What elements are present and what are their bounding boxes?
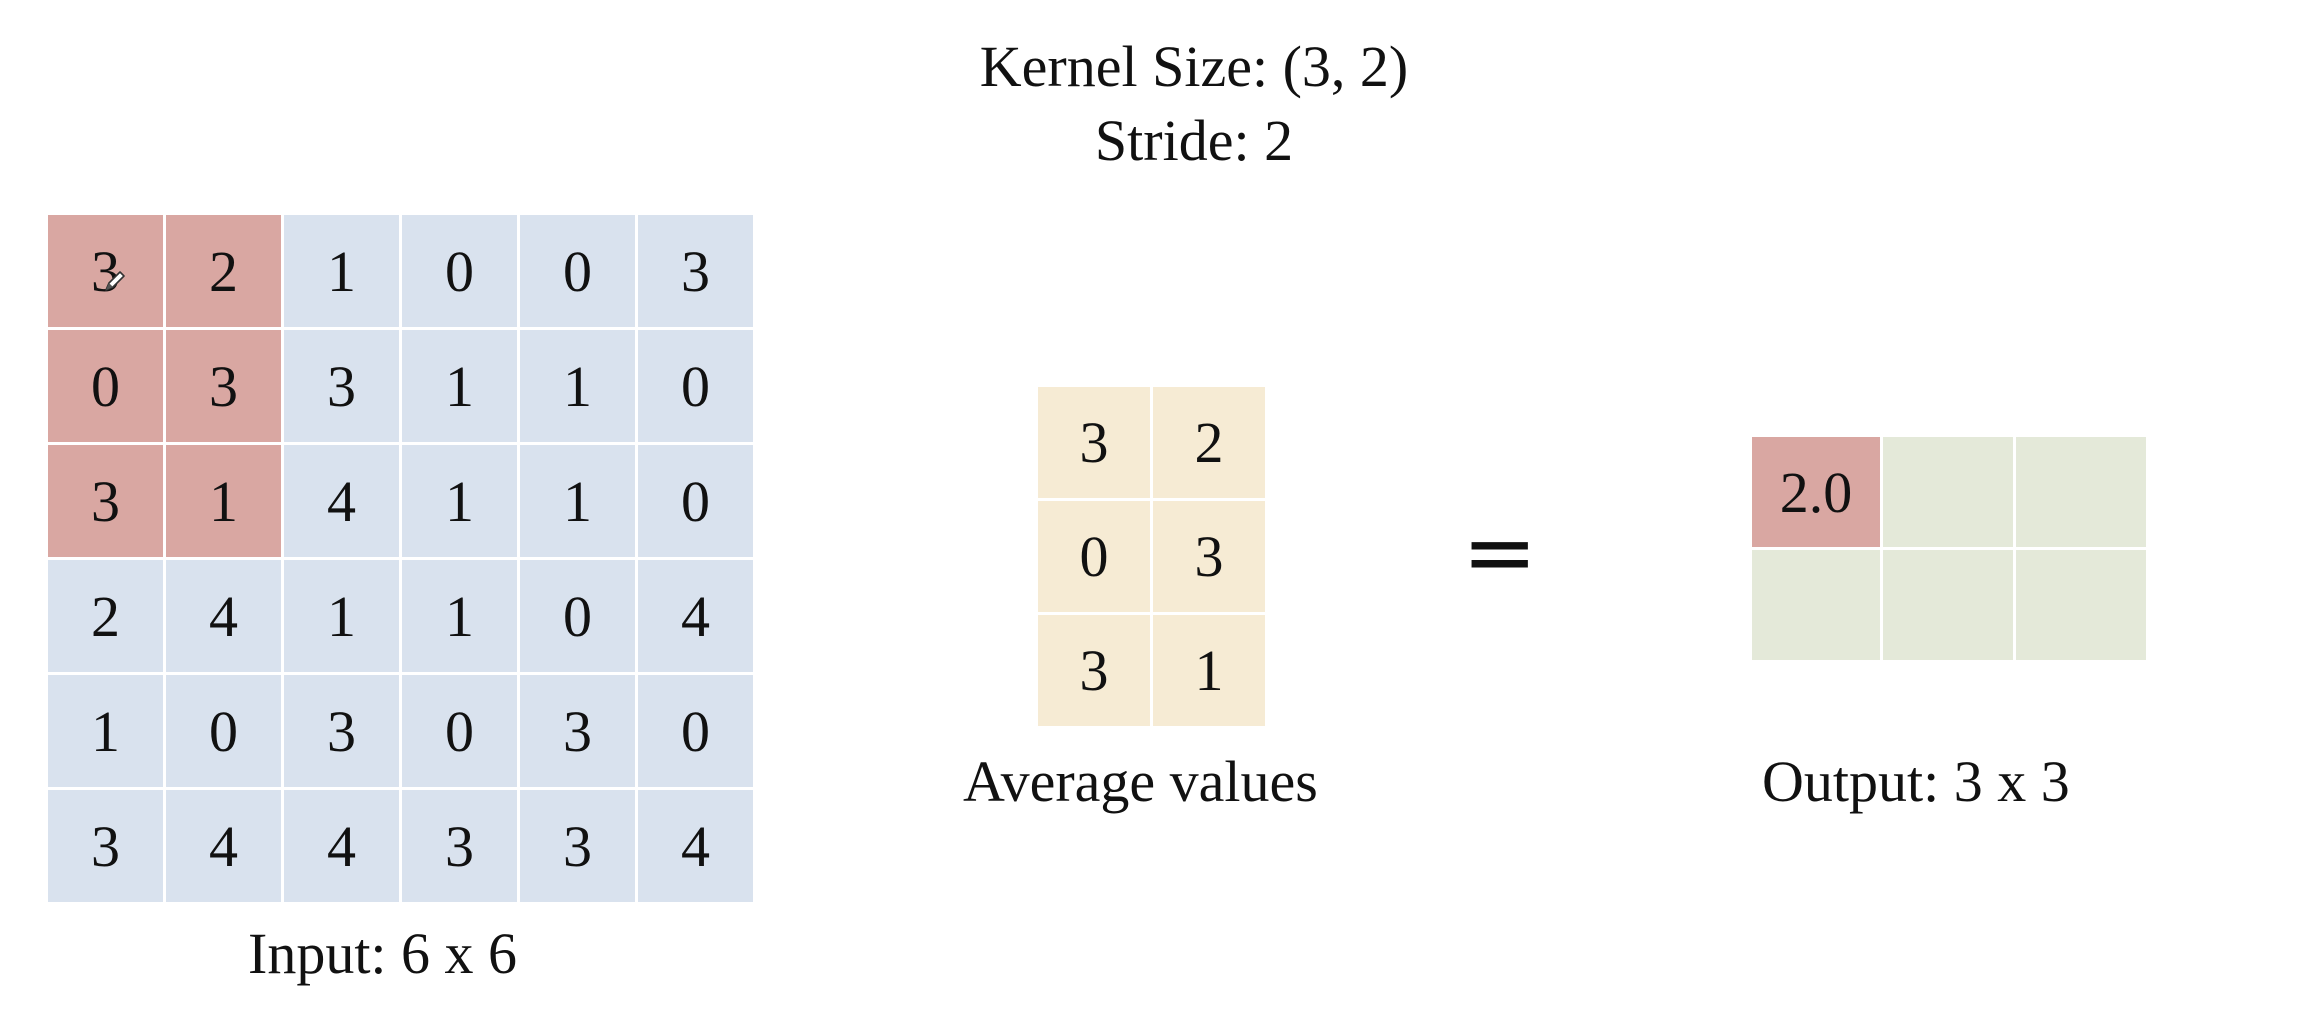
input-cell: 3 — [48, 445, 163, 557]
output-cell — [2016, 437, 2146, 547]
input-cell: 0 — [638, 445, 753, 557]
input-cell: 4 — [284, 445, 399, 557]
input-cell: 4 — [166, 560, 281, 672]
input-cell: 3 — [166, 330, 281, 442]
input-cell: 0 — [638, 330, 753, 442]
input-cell: 3 — [284, 330, 399, 442]
input-cell: 0 — [520, 215, 635, 327]
input-cell: 1 — [166, 445, 281, 557]
input-cell: 1 — [284, 560, 399, 672]
input-cell: 0 — [638, 675, 753, 787]
input-cell: 4 — [284, 790, 399, 902]
kernel-label: Average values — [963, 749, 1318, 814]
input-cell: 0 — [402, 215, 517, 327]
stride-title: Stride: 2 — [1094, 108, 1294, 173]
input-cell: 0 — [520, 560, 635, 672]
kernel-cell: 1 — [1153, 615, 1265, 726]
input-cell: 4 — [638, 790, 753, 902]
input-cell: 1 — [520, 445, 635, 557]
kernel-cell: 3 — [1038, 387, 1150, 498]
input-cell: 0 — [402, 675, 517, 787]
input-cell: 1 — [284, 215, 399, 327]
output-cell — [1883, 550, 2013, 660]
input-cell: 0 — [48, 330, 163, 442]
input-cell: 2 — [166, 215, 281, 327]
output-cell — [2016, 550, 2146, 660]
input-cell: 1 — [402, 330, 517, 442]
output-cell — [1752, 550, 1880, 660]
title-block: Kernel Size: (3, 2) Stride: 2 — [0, 30, 2298, 178]
kernel-cell: 0 — [1038, 501, 1150, 612]
output-cell: 2.0 — [1752, 437, 1880, 547]
input-cell: 3 — [520, 790, 635, 902]
kernel-matrix: 3 2 0 3 3 1 — [1038, 387, 1265, 726]
input-cell: 2 — [48, 560, 163, 672]
input-label: Input: 6 x 6 — [248, 921, 518, 986]
kernel-cell: 2 — [1153, 387, 1265, 498]
input-cell: 1 — [402, 445, 517, 557]
input-cell: 1 — [48, 675, 163, 787]
input-cell: 3 — [48, 790, 163, 902]
output-label: Output: 3 x 3 — [1762, 749, 2070, 814]
pencil-cursor-icon — [105, 271, 125, 291]
input-cell: 3 — [402, 790, 517, 902]
input-cell: 1 — [520, 330, 635, 442]
kernel-size-title: Kernel Size: (3, 2) — [979, 34, 1409, 99]
input-cell: 4 — [166, 790, 281, 902]
kernel-cell: 3 — [1038, 615, 1150, 726]
input-cell: 3 — [48, 215, 163, 327]
output-cell — [1883, 437, 2013, 547]
input-cell: 3 — [284, 675, 399, 787]
input-cell: 3 — [638, 215, 753, 327]
input-cell: 4 — [638, 560, 753, 672]
output-matrix: 2.0 — [1752, 437, 2146, 660]
equals-sign: = — [1462, 500, 1538, 605]
input-cell: 0 — [166, 675, 281, 787]
kernel-cell: 3 — [1153, 501, 1265, 612]
input-matrix: 3 2 1 0 0 3 0 3 3 1 1 0 3 1 4 1 1 0 2 4 … — [48, 215, 753, 902]
input-cell: 3 — [520, 675, 635, 787]
input-cell: 1 — [402, 560, 517, 672]
